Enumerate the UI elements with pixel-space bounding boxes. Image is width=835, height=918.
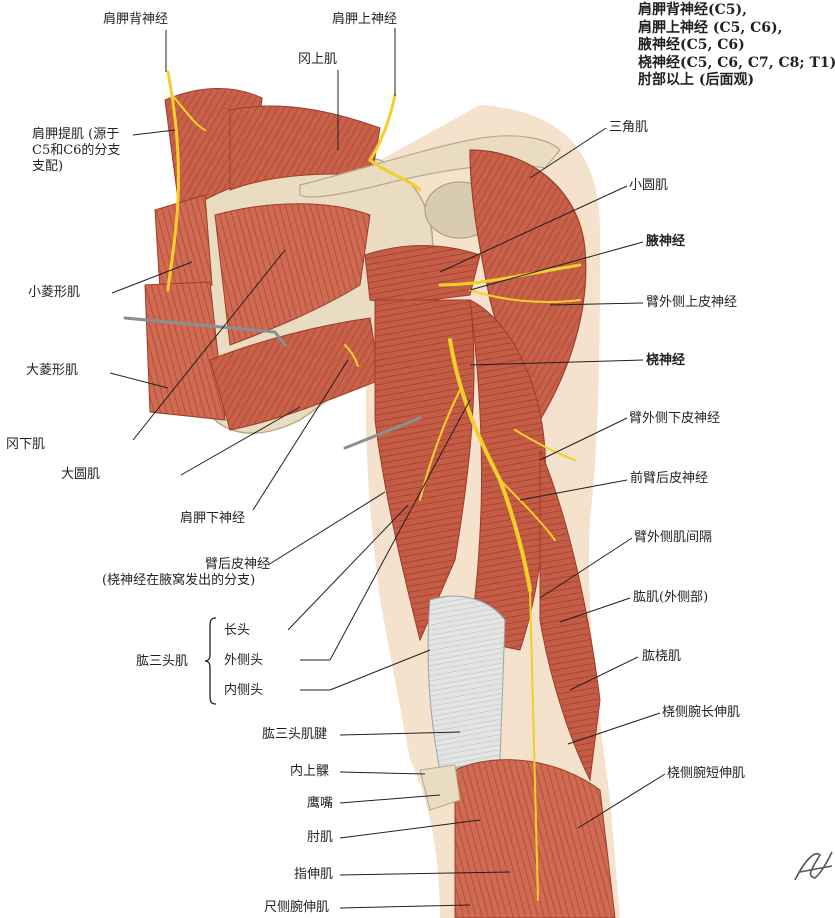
label-lateral-head: 外侧头 [224, 653, 264, 668]
rhomboid-minor-muscle [154, 194, 213, 291]
dorsal-scapular-nerve [166, 70, 180, 292]
label-medial-head: 内侧头 [224, 683, 264, 698]
forearm-extensors [454, 759, 616, 918]
figure-title: 肩胛背神经(C5), 肩胛上神经 (C5, C6), 腋神经(C5, C6) 桡… [638, 2, 835, 90]
title-line-4: 桡神经(C5, C6, C7, C8; T1) [638, 54, 835, 71]
title-line-3: 腋神经(C5, C6) [638, 37, 745, 53]
label-dorsal-scapular-nerve: 肩胛背神经 [103, 12, 169, 27]
label-brachialis-lateral: 肱肌(外侧部) [633, 590, 709, 605]
label-triceps-tendon: 肱三头肌腱 [262, 727, 328, 742]
nerves [166, 70, 582, 901]
triceps-long-head-muscle [374, 299, 475, 642]
label-long-head: 长头 [224, 623, 251, 638]
label-subscapular-nerve: 肩胛下神经 [180, 511, 246, 526]
deltoid-muscle [469, 149, 587, 422]
title-line-1: 肩胛背神经(C5), [638, 2, 748, 18]
label-anconeus: 肘肌 [307, 830, 334, 845]
label-supraspinatus: 冈上肌 [298, 52, 338, 67]
label-olecranon: 鹰嘴 [307, 796, 334, 811]
label-levator-scapulae-3: 支配) [32, 159, 64, 174]
label-teres-minor: 小圆肌 [629, 178, 669, 193]
axillary-nerve [438, 263, 582, 287]
label-rhomboid-major: 大菱形肌 [26, 363, 79, 378]
label-suprascapular-nerve: 肩胛上神经 [332, 12, 398, 27]
teres-minor-muscle [364, 245, 481, 303]
rhomboid-major-muscle [144, 281, 226, 421]
label-posterior-antebrachial-cutaneous: 前臂后皮神经 [630, 471, 709, 486]
label-extensor-digitorum: 指伸肌 [294, 867, 334, 882]
label-levator-scapulae-2: C5和C6的分支 [32, 143, 121, 158]
label-medial-epicondyle: 内上髁 [290, 764, 330, 779]
label-posterior-brachial-cutaneous-1: 臂后皮神经 [205, 557, 271, 572]
label-superior-lateral-brachial-cutaneous: 臂外侧上皮神经 [646, 295, 738, 310]
suprascapular-nerve [367, 93, 422, 192]
label-lateral-intermuscular-septum: 臂外侧肌间隔 [634, 530, 713, 545]
label-levator-scapulae-1: 肩胛提肌 (源于 [32, 127, 120, 142]
label-ecrb: 桡侧腕短伸肌 [667, 766, 746, 781]
label-extensor-carpi-ulnaris: 尺侧腕伸肌 [264, 900, 330, 915]
retractor-lower [343, 416, 422, 450]
label-ecrl: 桡侧腕长伸肌 [662, 705, 741, 720]
label-teres-major: 大圆肌 [61, 467, 101, 482]
label-axillary-nerve: 腋神经 [646, 234, 686, 249]
triceps-tendon [427, 595, 506, 771]
label-inferior-lateral-brachial-cutaneous: 臂外侧下皮神经 [629, 411, 721, 426]
triceps-bracket [204, 617, 217, 705]
label-brachioradialis: 肱桡肌 [642, 649, 682, 664]
brachioradialis-muscle [539, 449, 601, 782]
artist-signature [794, 851, 833, 881]
label-infraspinatus: 冈下肌 [6, 437, 46, 452]
label-triceps: 肱三头肌 [136, 654, 189, 669]
leader-lines [109, 28, 666, 909]
label-radial-nerve: 桡神经 [646, 353, 686, 368]
acromion-bone [299, 135, 561, 198]
label-posterior-brachial-cutaneous-2: (桡神经在腋窝发出的分支) [102, 573, 256, 588]
title-line-2: 肩胛上神经 (C5, C6), [638, 19, 783, 36]
retractor-upper [123, 316, 287, 347]
olecranon-bone [419, 764, 461, 811]
label-deltoid: 三角肌 [609, 120, 649, 135]
title-line-5: 肘部以上 (后面观) [638, 72, 755, 88]
label-rhomboid-minor: 小菱形肌 [28, 285, 81, 300]
